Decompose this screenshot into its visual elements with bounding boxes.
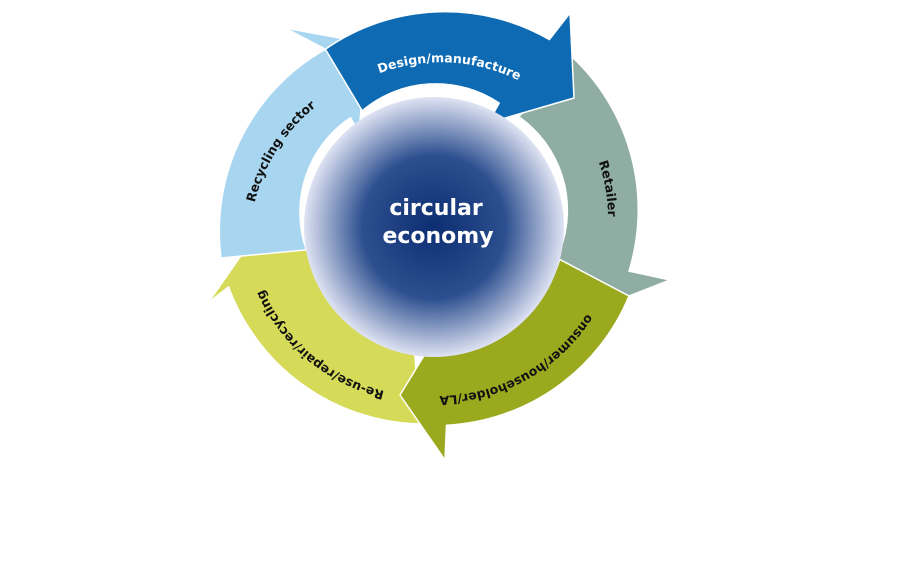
segment-recycling-sector (218, 27, 368, 259)
segment-design-manufacture (324, 10, 575, 124)
segment-retailer (518, 55, 671, 310)
center-label-line1: circular (389, 196, 483, 221)
center-hub (304, 97, 564, 357)
center-label-line2: economy (382, 224, 493, 249)
